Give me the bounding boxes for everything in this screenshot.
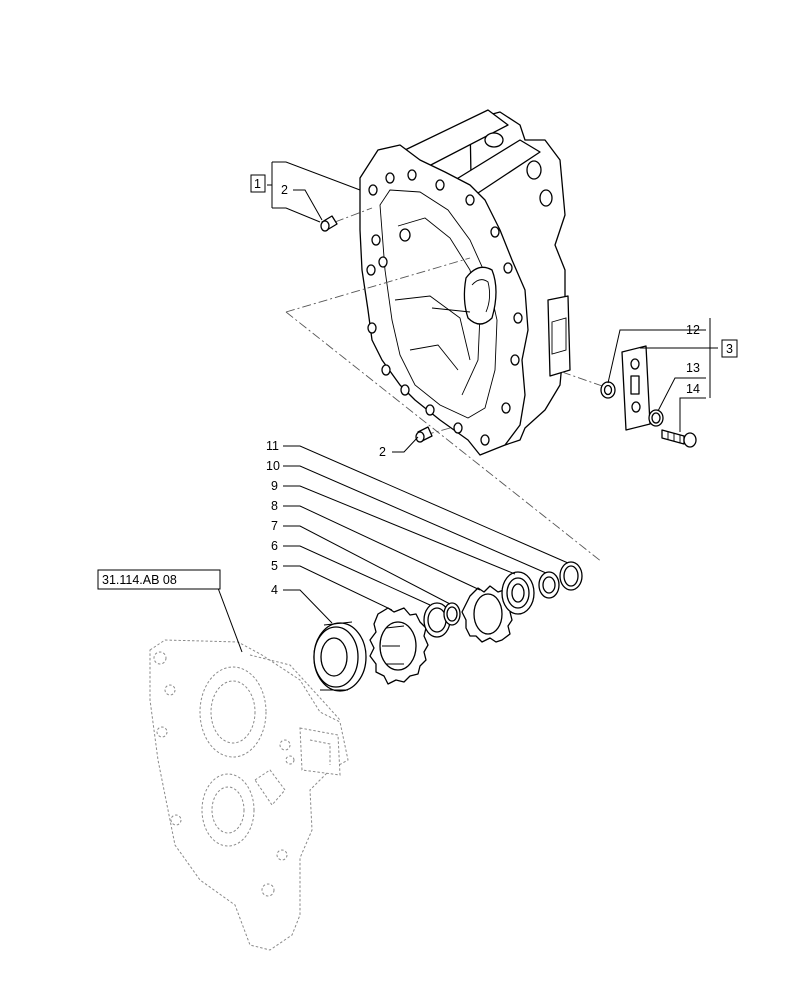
- washer-13: [648, 409, 664, 427]
- leader-6: [283, 545, 431, 606]
- reference-housing-ghost: [149, 639, 349, 951]
- leader-8: [283, 505, 481, 591]
- callout-12: 12: [686, 323, 700, 337]
- callout-7: 7: [271, 519, 278, 533]
- snap-ring-11: [559, 561, 583, 591]
- gear-5: [369, 607, 429, 685]
- axis-line-cover: [561, 371, 609, 389]
- leader-7: [283, 525, 451, 605]
- leader-reference: [217, 587, 243, 653]
- dowel-pin-top: [320, 215, 338, 232]
- cover-plate: [621, 345, 651, 431]
- leader-5: [283, 565, 393, 611]
- callout-3: 3: [726, 342, 733, 356]
- axis-line-housing: [285, 257, 471, 313]
- reference-label: 31.114.AB 08: [102, 573, 177, 587]
- leader-2b: [392, 436, 419, 453]
- gear-8: [461, 585, 513, 643]
- callout-box-1: [250, 174, 266, 193]
- callout-box-3: [721, 339, 738, 358]
- callout-2-top: 2: [281, 183, 288, 197]
- leader-11: [283, 445, 569, 564]
- bracket-1: [267, 162, 273, 208]
- leader-2a: [293, 189, 323, 221]
- leader-10: [283, 465, 547, 574]
- gasket-12: [600, 381, 616, 399]
- snap-ring-6: [423, 602, 451, 638]
- callout-5: 5: [271, 559, 278, 573]
- leader-12: [607, 329, 706, 384]
- ring-10: [538, 571, 560, 599]
- axis-line-dowel-top: [334, 207, 373, 223]
- callout-1: 1: [254, 177, 261, 191]
- seal-4: [313, 621, 367, 692]
- bearing-9: [501, 571, 535, 615]
- leader-1-bottom: [272, 207, 321, 223]
- leader-9: [283, 485, 516, 575]
- dowel-pin-bottom: [415, 426, 433, 443]
- bolt-14: [661, 429, 697, 448]
- callout-4: 4: [271, 583, 278, 597]
- callout-14: 14: [686, 382, 700, 396]
- callout-2-bottom: 2: [379, 445, 386, 459]
- leader-1-top: [272, 161, 361, 191]
- axis-line-assembly: [285, 311, 603, 563]
- reference-label-box: [97, 569, 221, 590]
- callout-10: 10: [266, 459, 280, 473]
- leader-13: [657, 377, 706, 412]
- callout-6: 6: [271, 539, 278, 553]
- callout-8: 8: [271, 499, 278, 513]
- bracket-3: [709, 318, 718, 398]
- callout-11: 11: [266, 439, 279, 453]
- main-housing: [359, 109, 571, 456]
- ring-7: [443, 602, 461, 626]
- callout-9: 9: [271, 479, 278, 493]
- leader-4: [283, 589, 333, 624]
- callout-13: 13: [686, 361, 700, 375]
- leader-14: [679, 397, 706, 432]
